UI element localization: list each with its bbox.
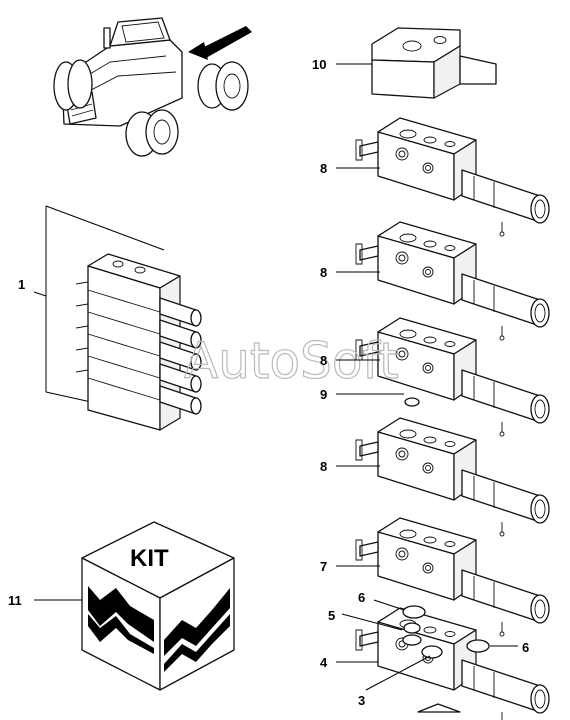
callout-5: 5: [328, 608, 335, 623]
callout-11: 11: [8, 593, 22, 608]
valve-section-8b: [355, 221, 550, 341]
callout-3: 3: [358, 693, 365, 708]
callout-10: 10: [312, 57, 326, 72]
callout-8-d: 8: [320, 459, 327, 474]
seal-5: [403, 622, 421, 634]
valve-section-8a: [355, 117, 550, 237]
callout-4: 4: [320, 655, 328, 670]
seal-6-right: [466, 639, 490, 653]
callout-1: 1: [18, 277, 25, 292]
plug: [404, 397, 420, 407]
valve-section-4: [355, 607, 550, 720]
tractor-illustration: [53, 17, 252, 157]
kit-box: [81, 521, 235, 691]
seal-6-top: [402, 605, 426, 619]
callout-6-b: 6: [522, 640, 529, 655]
callout-8-b: 8: [320, 265, 327, 280]
callout-8-c: 8: [320, 353, 327, 368]
valve-section-8d: [355, 417, 550, 537]
watermark: AutoSoft: [184, 332, 399, 390]
seal-3: [421, 645, 443, 659]
kit-label: KIT: [130, 545, 169, 572]
callout-6-a: 6: [358, 590, 365, 605]
callout-8-a: 8: [320, 161, 327, 176]
leader-lines: [33, 63, 518, 691]
seal-5b: [402, 634, 422, 646]
inlet-section: [371, 27, 497, 99]
next-section-edge: [417, 703, 461, 713]
callout-9: 9: [320, 387, 327, 402]
callout-7: 7: [320, 559, 327, 574]
valve-assembly: [45, 205, 202, 431]
